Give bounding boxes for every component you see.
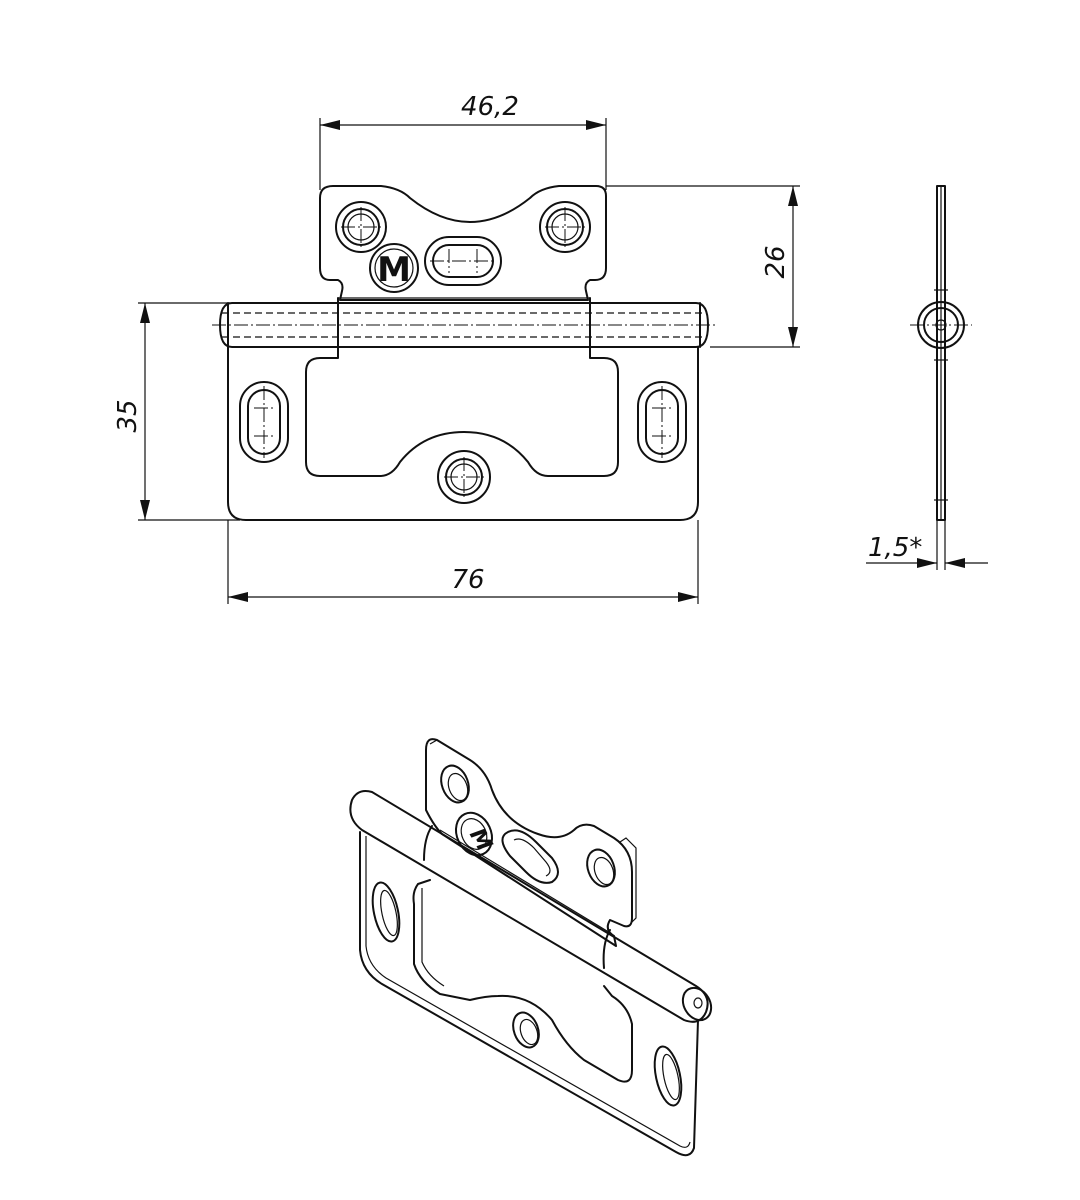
upper-leaf-outline bbox=[319, 185, 607, 301]
front-view: M bbox=[212, 185, 716, 521]
iso-lower-slot-right bbox=[653, 1045, 683, 1107]
upper-right-screw-hole bbox=[539, 201, 591, 253]
dimension-leaf-width: 46,2 bbox=[319, 92, 607, 190]
upper-slot bbox=[424, 236, 502, 286]
dim-leaf-height-label: 26 bbox=[761, 245, 791, 278]
dim-thickness-label: 1,5* bbox=[868, 533, 922, 563]
dim-plate-width-label: 76 bbox=[451, 565, 484, 595]
iso-upper-leaf bbox=[425, 738, 633, 947]
hinge-pin bbox=[212, 297, 716, 353]
iso-hinge-pin bbox=[349, 790, 713, 1023]
iso-lower-hole bbox=[512, 1011, 540, 1049]
iso-lower-plate bbox=[359, 831, 699, 1157]
lower-plate-cutout bbox=[305, 351, 619, 477]
iso-lower-slot-left bbox=[371, 881, 401, 943]
isometric-view: M bbox=[349, 738, 713, 1157]
lower-right-slot bbox=[637, 381, 687, 463]
iso-lower-cutout bbox=[412, 879, 633, 1083]
logo-letter: M bbox=[377, 250, 411, 290]
iso-upper-hole-right bbox=[586, 848, 616, 888]
dimension-thickness: 1,5* bbox=[866, 520, 988, 570]
dimension-plate-width: 76 bbox=[227, 520, 699, 604]
dim-plate-height-label: 35 bbox=[113, 399, 143, 432]
iso-upper-hole-left bbox=[440, 764, 470, 804]
side-view bbox=[910, 185, 972, 521]
lower-screw-hole bbox=[437, 450, 491, 504]
logo-emblem: M bbox=[369, 243, 419, 293]
dimension-plate-height: 35 bbox=[113, 302, 240, 521]
lower-left-slot bbox=[239, 381, 289, 463]
iso-upper-slot bbox=[501, 829, 559, 884]
lower-plate-outline bbox=[227, 346, 699, 521]
upper-left-screw-hole bbox=[335, 201, 387, 253]
dim-leaf-width-label: 46,2 bbox=[461, 92, 519, 122]
dimension-leaf-height: 26 bbox=[606, 185, 800, 348]
